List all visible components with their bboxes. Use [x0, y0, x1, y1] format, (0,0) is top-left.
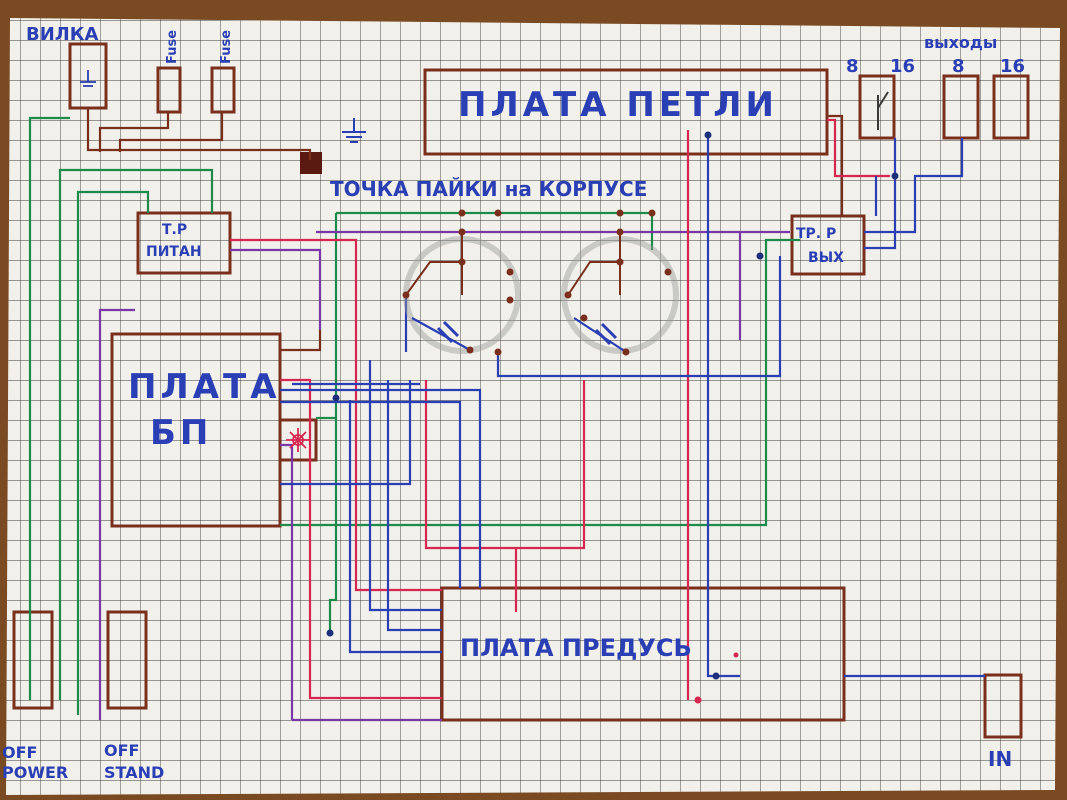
out-tr-label-1: ТР. Р [796, 226, 836, 242]
output-transformer-box [790, 214, 866, 276]
brown-wire-loop-to-out [827, 114, 844, 216]
power-switch-label-1: OFF [2, 743, 37, 762]
preamp-board-box [440, 586, 846, 722]
blue-wire-tubes-bottom [496, 256, 782, 378]
blue-wire-bus-3 [280, 380, 412, 486]
brown-wire-fuse1 [98, 112, 170, 152]
blue-wire-bus-4 [368, 360, 442, 612]
blue-wire-out-jacks [864, 138, 964, 234]
plug-ground-symbol [80, 70, 96, 87]
brown-wire-fuse2 [118, 112, 224, 152]
purple-wire-ptr [230, 248, 322, 330]
solder-point-label: ТОЧКА ПАЙКИ на КОРПУСЕ [330, 177, 647, 201]
green-wire-left-outer [28, 116, 70, 700]
led-icon [286, 428, 310, 452]
green-wire-left-3 [76, 190, 150, 715]
loop-board-box [423, 68, 829, 156]
blue-wire-loop-jack [706, 135, 740, 678]
red-wire-pre-vertical [424, 380, 586, 550]
brown-wire-plug-to-solder [86, 108, 312, 160]
psu-board-label-1: ПЛАТА [128, 367, 281, 407]
green-wire-left-2 [58, 168, 214, 700]
preamp-board-label: ПЛАТА ПРЕДУСЬ [460, 634, 692, 662]
blue-wire-bus-5 [386, 380, 442, 632]
out8b-label: 8 [952, 56, 965, 77]
grid-lines [6, 18, 1060, 795]
out8a-label: 8 [846, 56, 859, 77]
red-wire-psu [280, 378, 442, 700]
input-jack-box [983, 673, 1023, 739]
solder-point-pad [300, 152, 322, 174]
fuse2-label: Fuse [219, 30, 234, 64]
brown-wire-psu-right [280, 330, 322, 352]
outputs-label: выходы [924, 33, 997, 52]
blue-wire-bus-2 [280, 400, 462, 588]
junction-dots [402, 209, 672, 356]
power-switch-box [12, 610, 54, 710]
out16b-jack-box [992, 74, 1030, 140]
psu-board-label-2: БП [150, 413, 212, 453]
red-wire-ptr-right [230, 238, 442, 592]
input-label: IN [988, 747, 1012, 771]
out8a-jack-box [858, 74, 896, 140]
plug-label: ВИЛКА [26, 24, 98, 45]
out-jack-switch [877, 91, 889, 130]
standby-switch-box [106, 610, 148, 710]
fuse1-label: Fuse [165, 30, 180, 64]
led-indicator-box [278, 418, 318, 462]
red-wire-loop-out [827, 118, 890, 178]
power-switch-label-2: POWER [2, 763, 68, 782]
green-wire-vertical [328, 213, 338, 633]
out16a-label: 16 [890, 56, 915, 77]
out16b-label: 16 [1000, 56, 1025, 77]
tube-right [561, 235, 679, 354]
loop-board-label: ПЛАТА ПЕТЛИ [458, 85, 778, 125]
power-tr-label-2: ПИТАН [146, 244, 202, 260]
ground-symbol [342, 118, 366, 143]
standby-switch-label-2: STAND [104, 763, 164, 782]
standby-switch-label-1: OFF [104, 741, 139, 760]
blue-wire-bus-1 [280, 388, 482, 588]
green-wire-bottom [280, 238, 800, 527]
power-transformer-box [136, 211, 232, 275]
power-tr-label-1: Т.Р [162, 222, 187, 238]
blue-wire-bus-6 [348, 400, 442, 654]
purple-wire-left [98, 308, 135, 720]
out-tr-label-2: ВЫХ [808, 250, 844, 266]
